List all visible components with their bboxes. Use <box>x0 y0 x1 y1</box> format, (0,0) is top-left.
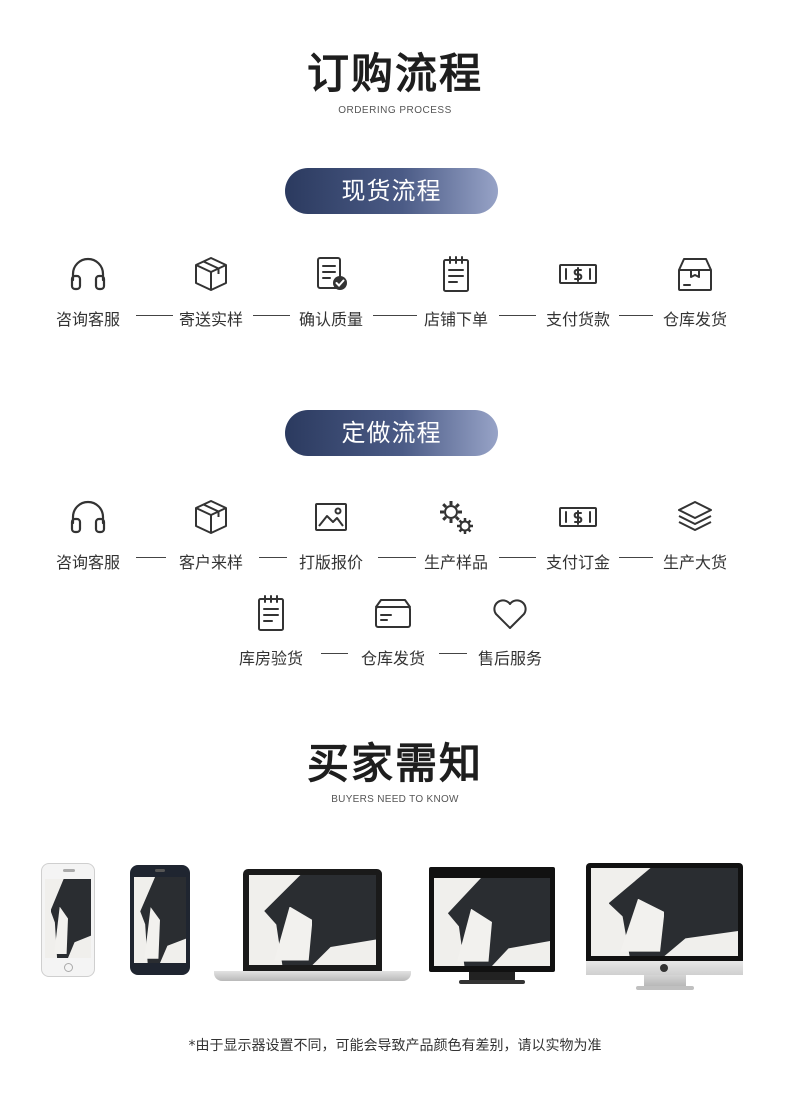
step-label: 售后服务 <box>477 649 542 668</box>
clipboard-icon <box>258 595 284 631</box>
checklist-icon <box>317 257 347 290</box>
step-ship: 仓库发货 <box>640 254 750 330</box>
connector-line <box>373 315 417 316</box>
step-mass-production: 生产大货 <box>640 497 750 573</box>
step-label: 咨询客服 <box>55 310 120 329</box>
monitor-image <box>429 867 555 984</box>
page-subtitle: ORDERING PROCESS <box>338 105 452 116</box>
step-label: 支付订金 <box>545 553 610 572</box>
headset-icon <box>70 257 106 291</box>
layers-icon <box>678 501 712 531</box>
step-pay: 支付货款 <box>523 254 633 330</box>
box-icon <box>195 500 227 534</box>
custom-process-badge: 定做流程 <box>285 410 498 456</box>
step-deposit: 支付订金 <box>523 497 633 573</box>
phone-white-image <box>41 863 95 977</box>
apple-logo-icon <box>660 964 668 972</box>
gears-icon <box>440 501 473 534</box>
step-quote: 打版报价 <box>276 497 386 573</box>
step-order: 店铺下单 <box>401 254 511 330</box>
step-label: 生产大货 <box>662 553 727 572</box>
image-icon <box>315 503 347 531</box>
connector-line <box>253 315 290 316</box>
connector-line <box>136 315 173 316</box>
headset-icon <box>70 500 106 534</box>
imac-image <box>586 863 743 990</box>
step-inspect: 库房验货 <box>216 593 326 669</box>
step-after-sales: 售后服务 <box>455 593 565 669</box>
step-consult: 咨询客服 <box>33 497 143 573</box>
phone-black-image <box>130 865 190 975</box>
buyers-subtitle: BUYERS NEED TO KNOW <box>331 794 459 805</box>
step-label: 确认质量 <box>298 310 363 329</box>
connector-line <box>619 557 653 558</box>
connector-line <box>619 315 653 316</box>
step-warehouse-ship: 仓库发货 <box>338 593 448 669</box>
step-consult: 咨询客服 <box>33 254 143 330</box>
step-label: 寄送实样 <box>178 310 243 329</box>
step-label: 店铺下单 <box>423 310 488 329</box>
color-disclaimer-note: *由于显示器设置不同，可能会导致产品颜色有差别，请以实物为准 <box>188 1038 602 1054</box>
step-client-sample: 客户来样 <box>156 497 266 573</box>
buyers-title: 买家需知 <box>306 739 483 788</box>
step-label: 库房验货 <box>238 649 303 668</box>
package-icon <box>678 258 712 291</box>
step-label: 仓库发货 <box>360 649 425 668</box>
step-label: 仓库发货 <box>662 310 727 329</box>
step-label: 生产样品 <box>423 553 488 572</box>
connector-line <box>499 557 536 558</box>
connector-line <box>321 653 348 654</box>
connector-line <box>499 315 536 316</box>
folder-box-icon <box>375 599 411 628</box>
stock-process-badge: 现货流程 <box>285 168 498 214</box>
laptop-image <box>214 869 411 986</box>
box-icon <box>195 257 227 291</box>
step-label: 打版报价 <box>298 553 363 572</box>
connector-line <box>378 557 416 558</box>
step-label: 客户来样 <box>178 553 243 572</box>
step-quality: 确认质量 <box>276 254 386 330</box>
cash-icon <box>559 264 597 284</box>
cash-icon <box>559 507 597 527</box>
step-produce-sample: 生产样品 <box>401 497 511 573</box>
step-sample: 寄送实样 <box>156 254 266 330</box>
connector-line <box>136 557 166 558</box>
connector-line <box>439 653 467 654</box>
heart-icon <box>493 599 527 629</box>
clipboard-icon <box>443 256 469 292</box>
step-label: 支付货款 <box>545 310 610 329</box>
step-label: 咨询客服 <box>55 553 120 572</box>
page-title: 订购流程 <box>306 49 483 98</box>
connector-line <box>259 557 287 558</box>
